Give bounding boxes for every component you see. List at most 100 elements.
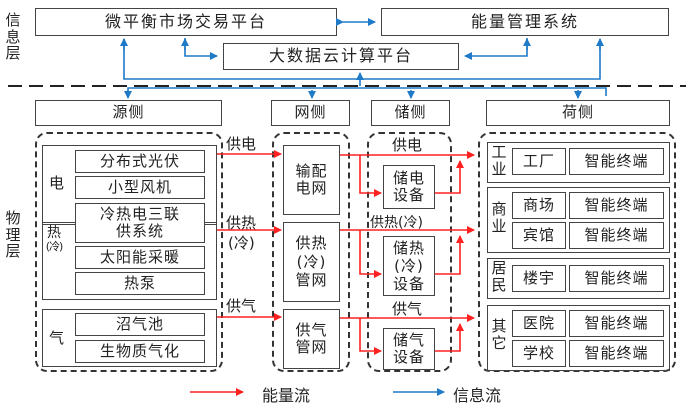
load-site-school: 学校 [512, 340, 566, 367]
source-item-solar-heating: 太阳能采暖 [75, 246, 205, 269]
load-terminal-school-label: 智能终端 [584, 343, 649, 362]
source-side-label: 源侧 [112, 103, 145, 122]
grid-power-net: 输配电网 [283, 145, 340, 215]
load-site-mall-label: 商场 [522, 195, 555, 214]
grid-heat-net: 供热(冷)管网 [283, 222, 340, 302]
storage-heat-device: 储热(冷)设备 [383, 236, 435, 296]
source-item-wind: 小型风机 [75, 176, 205, 199]
storage-flow-label-heat: 供热(冷) [370, 215, 423, 231]
grid-side-header: 网侧 [271, 100, 350, 126]
source-electric-label: 电 [49, 174, 65, 192]
source-item-biomass-label: 生物质气化 [99, 341, 180, 360]
load-group-commercial-label: 商业 [490, 201, 508, 234]
source-item-biomass: 生物质气化 [75, 340, 205, 363]
load-terminal-building-label: 智能终端 [584, 268, 649, 287]
source-item-pv-label: 分布式光伏 [99, 151, 180, 170]
energy-management-label: 能量管理系统 [470, 11, 579, 31]
load-side-header: 荷侧 [486, 100, 670, 126]
load-terminal-hospital: 智能终端 [569, 310, 664, 337]
info-arrow-energy-bigdata [464, 38, 528, 60]
info-arrow-market-bigdata [184, 38, 218, 60]
flow-label-heat: 供热 [226, 214, 257, 232]
info-distribution-bus [127, 87, 607, 96]
energy-management-box: 能量管理系统 [381, 8, 669, 36]
load-group-residential-text: 居民 [491, 259, 507, 294]
load-site-hospital: 医院 [512, 310, 566, 337]
source-item-biogas: 沼气池 [75, 313, 205, 336]
legend-info-flow-label: 信息流 [453, 386, 502, 405]
bigdata-platform-label: 大数据云计算平台 [268, 46, 413, 66]
source-item-cchp-line1: 冷热电三联 [99, 204, 180, 223]
load-group-industry-label: 工业 [490, 144, 508, 177]
load-terminal-factory-label: 智能终端 [584, 151, 649, 170]
grid-gas-net-label: 供气管网 [295, 320, 328, 356]
source-item-cchp: 冷热电三联 供系统 [75, 203, 205, 243]
source-gas-group [42, 309, 217, 367]
storage-heat-device-label: 储热(冷)设备 [392, 239, 425, 293]
load-site-building: 楼宇 [512, 265, 566, 292]
load-site-hotel-label: 宾馆 [522, 225, 555, 244]
load-terminal-hotel-label: 智能终端 [584, 225, 649, 244]
grid-power-net-label: 输配电网 [295, 161, 328, 197]
market-platform-box: 微平衡市场交易平台 [35, 8, 337, 36]
source-side-header: 源侧 [35, 100, 222, 126]
physical-layer-label: 物理层 [4, 210, 22, 260]
storage-side-header: 储侧 [371, 100, 450, 126]
load-site-factory: 工厂 [512, 148, 566, 175]
load-site-mall: 商场 [512, 192, 566, 219]
storage-side-label: 储侧 [394, 103, 427, 122]
info-layer-label: 信息层 [4, 12, 22, 62]
load-group-others-text: 其它 [491, 317, 507, 352]
storage-power-device-label: 储电设备 [392, 168, 425, 204]
load-group-commercial [487, 187, 670, 253]
load-site-school-label: 学校 [522, 343, 555, 362]
grid-side-label: 网侧 [294, 103, 327, 122]
storage-flow-label-gas: 供气 [392, 300, 423, 318]
flow-label-power: 供电 [226, 135, 257, 153]
grid-heat-net-label: 供热(冷)管网 [295, 233, 328, 290]
flow-label-gas: 供气 [226, 297, 257, 315]
source-heat-label: 热(冷) [45, 225, 64, 254]
load-site-factory-label: 工厂 [522, 151, 555, 170]
storage-gas-device: 储气设备 [383, 328, 435, 370]
load-site-hospital-label: 医院 [522, 313, 555, 332]
load-terminal-hospital-label: 智能终端 [584, 313, 649, 332]
bigdata-platform-box: 大数据云计算平台 [223, 43, 459, 70]
source-item-wind-label: 小型风机 [107, 177, 172, 196]
source-item-heat-pump-label: 热泵 [123, 273, 156, 292]
source-item-cchp-line2: 供系统 [115, 222, 164, 240]
source-heat-label-text: 热(冷) [45, 225, 64, 254]
grid-gas-net: 供气管网 [283, 309, 340, 369]
load-group-industry [487, 142, 670, 183]
load-group-others [487, 305, 670, 371]
load-terminal-building: 智能终端 [569, 265, 664, 292]
legend-energy-flow-label: 能量流 [262, 386, 311, 405]
load-side-label: 荷侧 [561, 103, 594, 122]
market-platform-label: 微平衡市场交易平台 [104, 11, 267, 31]
load-group-commercial-text: 商业 [491, 200, 507, 235]
source-gas-label: 气 [49, 329, 65, 347]
source-item-biogas-label: 沼气池 [115, 314, 164, 333]
load-terminal-mall: 智能终端 [569, 192, 664, 219]
load-terminal-mall-label: 智能终端 [584, 195, 649, 214]
storage-gas-device-label: 储气设备 [392, 330, 425, 366]
load-site-hotel: 宾馆 [512, 222, 566, 249]
load-group-residential [487, 258, 670, 299]
storage-flow-label-power: 供电 [392, 136, 423, 154]
flow-label-heat-cold: (冷) [228, 234, 255, 252]
grid-container [272, 132, 350, 372]
source-item-solar-heating-label: 太阳能采暖 [99, 247, 180, 266]
load-terminal-school: 智能终端 [569, 340, 664, 367]
load-group-industry-text: 工业 [491, 143, 507, 178]
load-group-others-label: 其它 [490, 318, 508, 351]
load-container [478, 132, 676, 372]
storage-power-device: 储电设备 [383, 165, 435, 209]
source-item-heat-pump: 热泵 [75, 272, 205, 295]
source-item-pv: 分布式光伏 [75, 150, 205, 173]
source-container [35, 132, 223, 372]
load-terminal-factory: 智能终端 [569, 148, 664, 175]
physical-layer-text: 物理层 [5, 209, 21, 260]
load-site-building-label: 楼宇 [522, 268, 555, 287]
info-layer-text: 信息层 [5, 11, 21, 62]
load-group-residential-label: 居民 [490, 260, 508, 293]
